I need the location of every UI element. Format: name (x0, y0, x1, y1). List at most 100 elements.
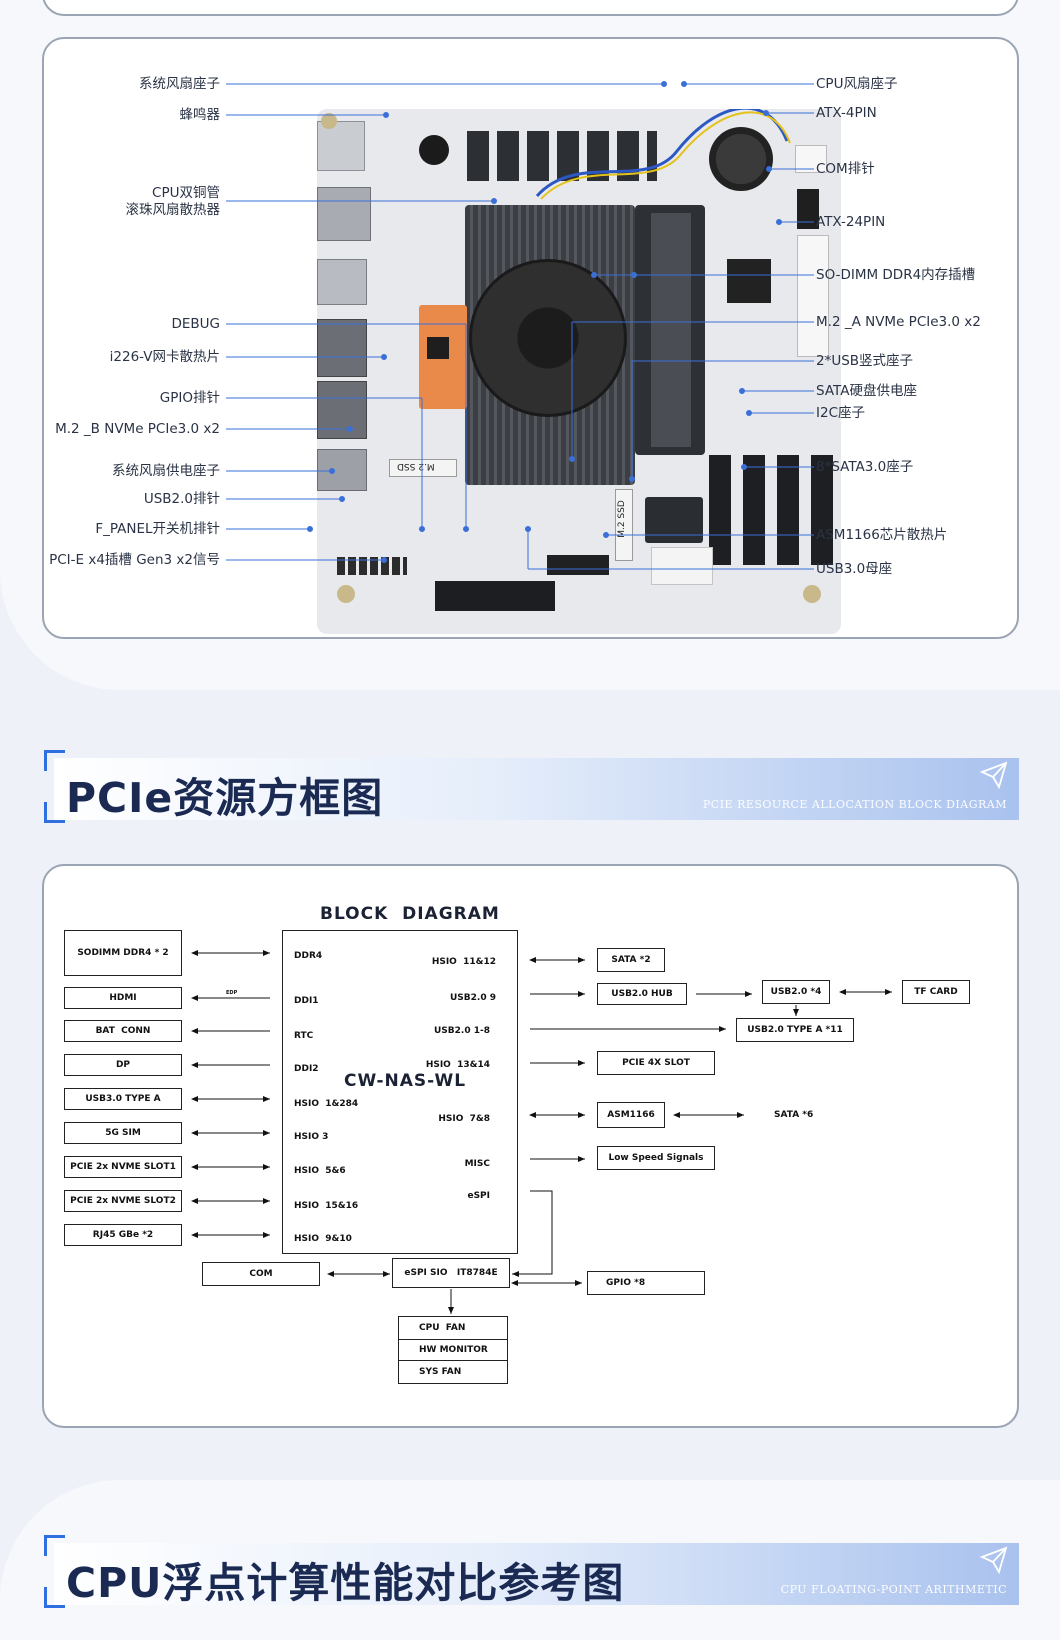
label-pcie-slot: PCI-E x4插槽 Gen3 x2信号 (49, 552, 220, 568)
box-usb2-hub: USB2.0 HUB (597, 983, 687, 1005)
label-usb2-header: USB2.0排针 (143, 491, 220, 507)
label-sata-ports: 8*SATA3.0座子 (816, 459, 914, 475)
port-hsio-7-8: HSIO 7&8 (438, 1114, 490, 1124)
port-ddi2: DDI2 (294, 1064, 319, 1074)
previous-panel-edge (42, 0, 1019, 16)
header-band (54, 758, 1019, 820)
paper-plane-icon (979, 761, 1008, 790)
box-hdmi: HDMI (64, 987, 182, 1009)
mount-hole-bl (337, 585, 355, 603)
header-corner-tl (44, 750, 65, 771)
label-sata-6: SATA *6 (774, 1110, 814, 1120)
m2-b-slot (389, 459, 457, 477)
label-m2-b: M.2 _B NVMe PCIe3.0 x2 (55, 421, 220, 437)
cpu-section-header: CPU浮点计算性能对比参考图 CPU FLOATING-POINT ARITHM… (44, 1535, 1019, 1608)
header-corner-bl (44, 802, 65, 823)
box-asm1166: ASM1166 (597, 1102, 665, 1128)
label-debug: DEBUG (171, 316, 220, 332)
box-com: COM (202, 1262, 320, 1286)
port-usb2-1-8: USB2.0 1-8 (434, 1026, 490, 1036)
com-header (797, 189, 819, 229)
header-band (54, 1543, 1019, 1605)
paper-plane-icon (979, 1546, 1008, 1575)
port-rtc: RTC (294, 1031, 314, 1041)
label-sys-fan-header: 系统风扇座子 (139, 76, 220, 92)
chip-name: CW-NAS-WL (344, 1071, 467, 1091)
label-com-header: COM排针 (816, 161, 875, 177)
port-hsio-13-14: HSIO 13&14 (425, 1060, 490, 1070)
dp-port (317, 449, 367, 491)
label-sata-power: SATA硬盘供电座 (816, 383, 917, 399)
label-sodimm: SO-DIMM DDR4内存插槽 (816, 267, 976, 283)
atx24-connector (797, 235, 829, 357)
box-pcie-4x-slot: PCIE 4X SLOT (597, 1051, 715, 1075)
label-atx-4pin: ATX-4PIN (816, 105, 877, 121)
vrm-chokes (467, 131, 657, 181)
box-dp: DP (64, 1054, 182, 1076)
port-hsio-11-12: HSIO 11&12 (431, 957, 496, 967)
label-asm1166-heatsink: ASM1166芯片散热片 (816, 527, 948, 543)
usb-header (547, 555, 609, 575)
header-corner-tl (44, 1535, 65, 1556)
label-cpu-fan-header: CPU风扇座子 (816, 76, 898, 92)
sodimm-slot-inner (651, 213, 691, 447)
label-atx-24pin: ATX-24PIN (816, 214, 886, 230)
port-hsio-3: HSIO 3 (294, 1132, 329, 1142)
pcie-x4-slot (435, 581, 555, 611)
usb-port-stack (317, 121, 365, 171)
label-usb3-port: USB3.0母座 (816, 561, 893, 577)
nic-chip (427, 337, 449, 359)
sata-connectors (709, 455, 839, 565)
port-ddi1: DDI1 (294, 996, 319, 1006)
pcie-section-subtitle: PCIE RESOURCE ALLOCATION BLOCK DIAGRAM (702, 798, 1007, 811)
leader-lines (226, 81, 814, 570)
box-sata-2: SATA *2 (597, 948, 665, 972)
port-misc: MISC (464, 1159, 490, 1169)
label-cpu-cooler-1: CPU双铜管 (152, 185, 220, 201)
box-rj45: RJ45 GBe *2 (64, 1224, 182, 1246)
port-hsio-15-16: HSIO 15&16 (294, 1201, 359, 1211)
chip-box (282, 930, 518, 1254)
box-sys-fan: SYS FAN (398, 1360, 508, 1384)
m2-a-slot (615, 489, 633, 561)
box-nvme-slot2: PCIE 2x NVME SLOT2 (64, 1190, 182, 1212)
asm1166-heatsink (651, 547, 713, 585)
label-edp: EDP (226, 990, 238, 996)
cpu-section-subtitle: CPU FLOATING-POINT ARITHMETIC (780, 1583, 1007, 1596)
box-gpio: GPIO *8 (587, 1271, 705, 1295)
front-panel-header (337, 557, 407, 575)
port-hsio-5-6: HSIO 5&6 (294, 1166, 346, 1176)
port-hsio-1-284: HSIO 1&284 (294, 1099, 359, 1109)
port-usb2-9: USB2.0 9 (450, 993, 496, 1003)
box-5g-sim: 5G SIM (64, 1122, 182, 1144)
port-espi: eSPI (467, 1191, 490, 1201)
rj45-port-1 (317, 319, 367, 377)
box-low-speed: Low Speed Signals (597, 1146, 715, 1170)
box-espi-sio: eSPI SIO IT8784E (392, 1258, 510, 1288)
label-i2c: I2C座子 (816, 405, 865, 421)
block-diagram-title: BLOCK DIAGRAM (320, 904, 500, 924)
box-usb2-type-a-11: USB2.0 TYPE A *11 (736, 1018, 854, 1042)
mount-hole-br (803, 585, 821, 603)
box-tf-card: TF CARD (902, 980, 970, 1004)
block-diagram-panel: BLOCK DIAGRAM CW-NAS-WL DDR4 DDI1 RTC DD… (42, 864, 1019, 1428)
port-ddr4: DDR4 (294, 951, 323, 961)
atx4-connector (795, 145, 827, 173)
cpu-fan (469, 259, 627, 417)
box-usb3-type-a: USB3.0 TYPE A (64, 1088, 182, 1110)
super-io-chip (727, 259, 771, 303)
cmos-battery (709, 127, 773, 191)
pcie-section-header: PCIe资源方框图 PCIE RESOURCE ALLOCATION BLOCK… (44, 750, 1019, 823)
label-usb-vertical: 2*USB竖式座子 (816, 353, 914, 369)
box-sodimm: SODIMM DDR4 * 2 (64, 930, 182, 976)
label-buzzer: 蜂鸣器 (179, 107, 221, 123)
board-photo-panel: M.2 SSD M.2 SSD (42, 37, 1019, 639)
box-bat-conn: BAT CONN (64, 1020, 182, 1042)
pcie-section-title: PCIe资源方框图 (66, 774, 384, 822)
label-f-panel: F_PANEL开关机排针 (95, 521, 220, 537)
mount-hole-tl (321, 113, 337, 129)
header-corner-bl (44, 1587, 65, 1608)
usb3-port (317, 259, 367, 305)
diagram-arrows (191, 950, 892, 1314)
label-gpio: GPIO排针 (159, 390, 220, 406)
